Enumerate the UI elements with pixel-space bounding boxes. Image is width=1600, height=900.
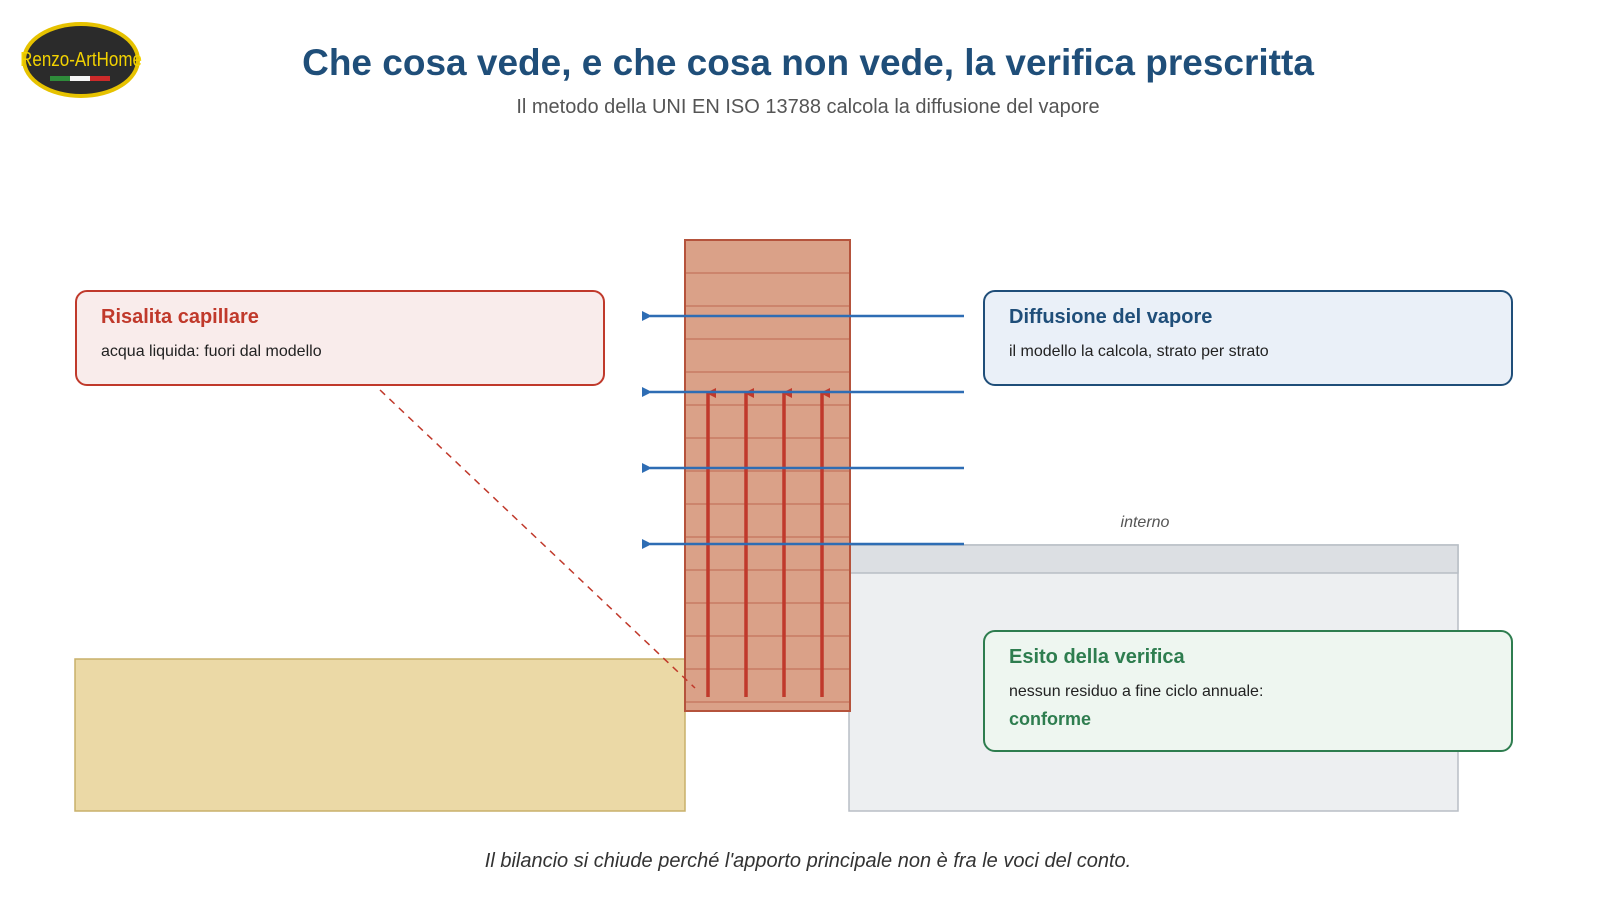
vapour-callout-title: Diffusione del vapore [1009,306,1213,328]
renzo-arthome-logo: Renzo-ArtHome [20,22,142,98]
page-subtitle: Il metodo della UNI EN ISO 13788 calcola… [516,96,1100,118]
footnote: Il bilancio si chiude perché l'apporto p… [484,850,1132,872]
outcome-result: conforme [1009,709,1092,729]
ground-block [74,658,686,812]
outcome-callout-title: Esito della verifica [1009,646,1185,668]
svg-text:Renzo-ArtHome: Renzo-ArtHome [20,48,142,71]
vapour-callout-text: il modello la calcola, strato per strato [1009,343,1269,360]
page-title: Che cosa vede, e che cosa non vede, la v… [302,42,1314,83]
outcome-callout: Esito della verifica nessun residuo a fi… [983,630,1513,752]
capillary-callout-title: Risalita capillare [101,306,259,328]
interior-floor-slab [848,544,1459,574]
outcome-callout-text: nessun residuo a fine ciclo annuale: [1009,683,1264,700]
interior-label: interno [1120,514,1170,531]
capillary-callout: Risalita capillare acqua liquida: fuori … [75,290,605,386]
capillary-callout-text: acqua liquida: fuori dal modello [101,343,322,360]
capillary-leader-line [379,389,696,689]
vapour-callout: Diffusione del vapore il modello la calc… [983,290,1513,386]
